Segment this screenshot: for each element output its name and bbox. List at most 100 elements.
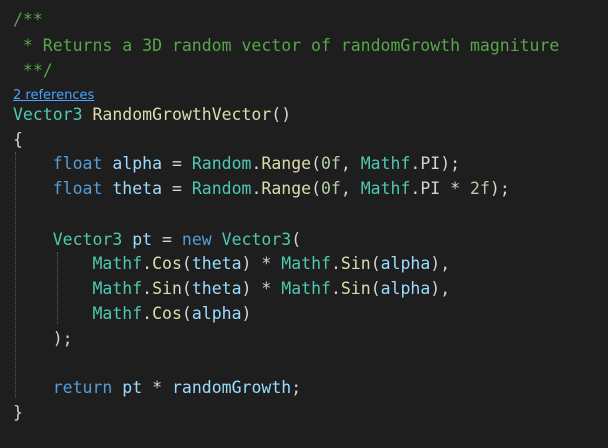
code-text: , — [340, 154, 361, 173]
method-token: Sin — [340, 279, 371, 298]
code-line-7[interactable]: float theta = Random.Range(0f, Mathf.PI … — [13, 177, 510, 201]
type-token: Mathf — [92, 304, 143, 323]
code-text — [13, 230, 53, 249]
code-text: { — [13, 130, 23, 149]
type-token: Mathf — [92, 279, 143, 298]
code-line-15[interactable]: return pt * randomGrowth; — [13, 376, 301, 400]
code-text: ), — [430, 254, 451, 273]
code-text: ) * — [241, 279, 282, 298]
code-text — [13, 279, 92, 298]
indent-guide — [15, 152, 16, 398]
keyword-token: return — [52, 378, 113, 397]
identifier-token: pt — [122, 378, 143, 397]
type-token: Random — [191, 154, 252, 173]
code-line-12[interactable]: Mathf.Cos(alpha) — [13, 302, 251, 326]
code-text: ); — [489, 179, 510, 198]
identifier-token: alpha — [191, 304, 242, 323]
code-text: ( — [181, 304, 192, 323]
code-line-9[interactable]: Vector3 pt = new Vector3( — [13, 228, 301, 252]
code-text: ( — [291, 230, 302, 249]
code-line-1[interactable]: /** — [13, 8, 43, 32]
code-text — [13, 179, 53, 198]
indent-guide — [57, 252, 58, 324]
type-token: Mathf — [92, 254, 143, 273]
type-token: Mathf — [281, 279, 331, 298]
code-text: = — [162, 154, 192, 173]
type-token: Mathf — [360, 154, 411, 173]
code-line-11[interactable]: Mathf.Sin(theta) * Mathf.Sin(alpha), — [13, 277, 450, 301]
identifier-token: theta — [112, 179, 163, 198]
identifier-token: theta — [191, 279, 242, 298]
code-text: ( — [311, 154, 321, 173]
code-text: ( — [370, 279, 381, 298]
code-text: .PI); — [410, 154, 461, 173]
identifier-token: alpha — [380, 279, 431, 298]
references-codelens-link[interactable]: 2 references — [13, 88, 95, 103]
code-text: * — [142, 378, 172, 397]
code-text — [13, 154, 53, 173]
code-text: . — [142, 304, 153, 323]
number-token: 0f — [321, 179, 341, 198]
keyword-token: new — [181, 230, 212, 249]
code-text: } — [13, 403, 23, 422]
method-token: Cos — [152, 254, 182, 273]
code-text: . — [251, 154, 262, 173]
code-text — [112, 378, 122, 397]
keyword-token: float — [52, 154, 103, 173]
code-text: . — [142, 279, 153, 298]
code-text: .PI * — [410, 179, 471, 198]
method-token: RandomGrowthVector — [92, 105, 272, 124]
code-text: = — [152, 230, 182, 249]
method-token: Sin — [152, 279, 182, 298]
code-text: ), — [430, 279, 451, 298]
type-token: Vector3 — [221, 230, 292, 249]
code-text: ( — [370, 254, 381, 273]
code-text: ) * — [241, 254, 282, 273]
code-text: . — [251, 179, 262, 198]
comment-token: /** — [13, 10, 43, 29]
code-line-4[interactable]: Vector3 RandomGrowthVector() — [13, 103, 291, 127]
code-text: ) — [241, 304, 252, 323]
identifier-token: alpha — [380, 254, 431, 273]
comment-token: * Returns a 3D random vector of randomGr… — [13, 36, 560, 55]
number-token: 2f — [470, 179, 490, 198]
method-token: Range — [261, 154, 312, 173]
code-text: ); — [13, 329, 73, 348]
code-line-2[interactable]: * Returns a 3D random vector of randomGr… — [13, 34, 559, 58]
code-text: , — [340, 179, 361, 198]
type-token: Vector3 — [13, 105, 83, 124]
method-token: Range — [261, 179, 312, 198]
code-text: ( — [181, 279, 192, 298]
code-text: . — [142, 254, 153, 273]
code-line-3[interactable]: **/ — [13, 59, 53, 83]
code-text — [212, 230, 222, 249]
code-text — [83, 105, 93, 124]
code-text — [13, 304, 92, 323]
method-token: Cos — [152, 304, 182, 323]
code-line-6[interactable]: float alpha = Random.Range(0f, Mathf.PI)… — [13, 152, 460, 176]
type-token: Vector3 — [52, 230, 123, 249]
code-text — [102, 179, 112, 198]
identifier-token: pt — [132, 230, 153, 249]
code-line-5[interactable]: { — [13, 128, 23, 152]
code-text — [13, 378, 53, 397]
method-token: Sin — [340, 254, 371, 273]
identifier-token: theta — [191, 254, 242, 273]
number-token: 0f — [321, 154, 341, 173]
code-text: ; — [291, 378, 302, 397]
type-token: Mathf — [281, 254, 331, 273]
code-line-13[interactable]: ); — [13, 327, 73, 351]
keyword-token: float — [52, 179, 103, 198]
code-line-10[interactable]: Mathf.Cos(theta) * Mathf.Sin(alpha), — [13, 252, 450, 276]
comment-token: **/ — [13, 61, 53, 80]
code-line-16[interactable]: } — [13, 401, 23, 425]
code-text: . — [330, 254, 341, 273]
code-text: . — [330, 279, 341, 298]
code-text: = — [162, 179, 192, 198]
code-text: ( — [311, 179, 321, 198]
code-text: () — [271, 105, 292, 124]
code-text: ( — [181, 254, 192, 273]
code-text — [122, 230, 132, 249]
identifier-token: randomGrowth — [171, 378, 292, 397]
